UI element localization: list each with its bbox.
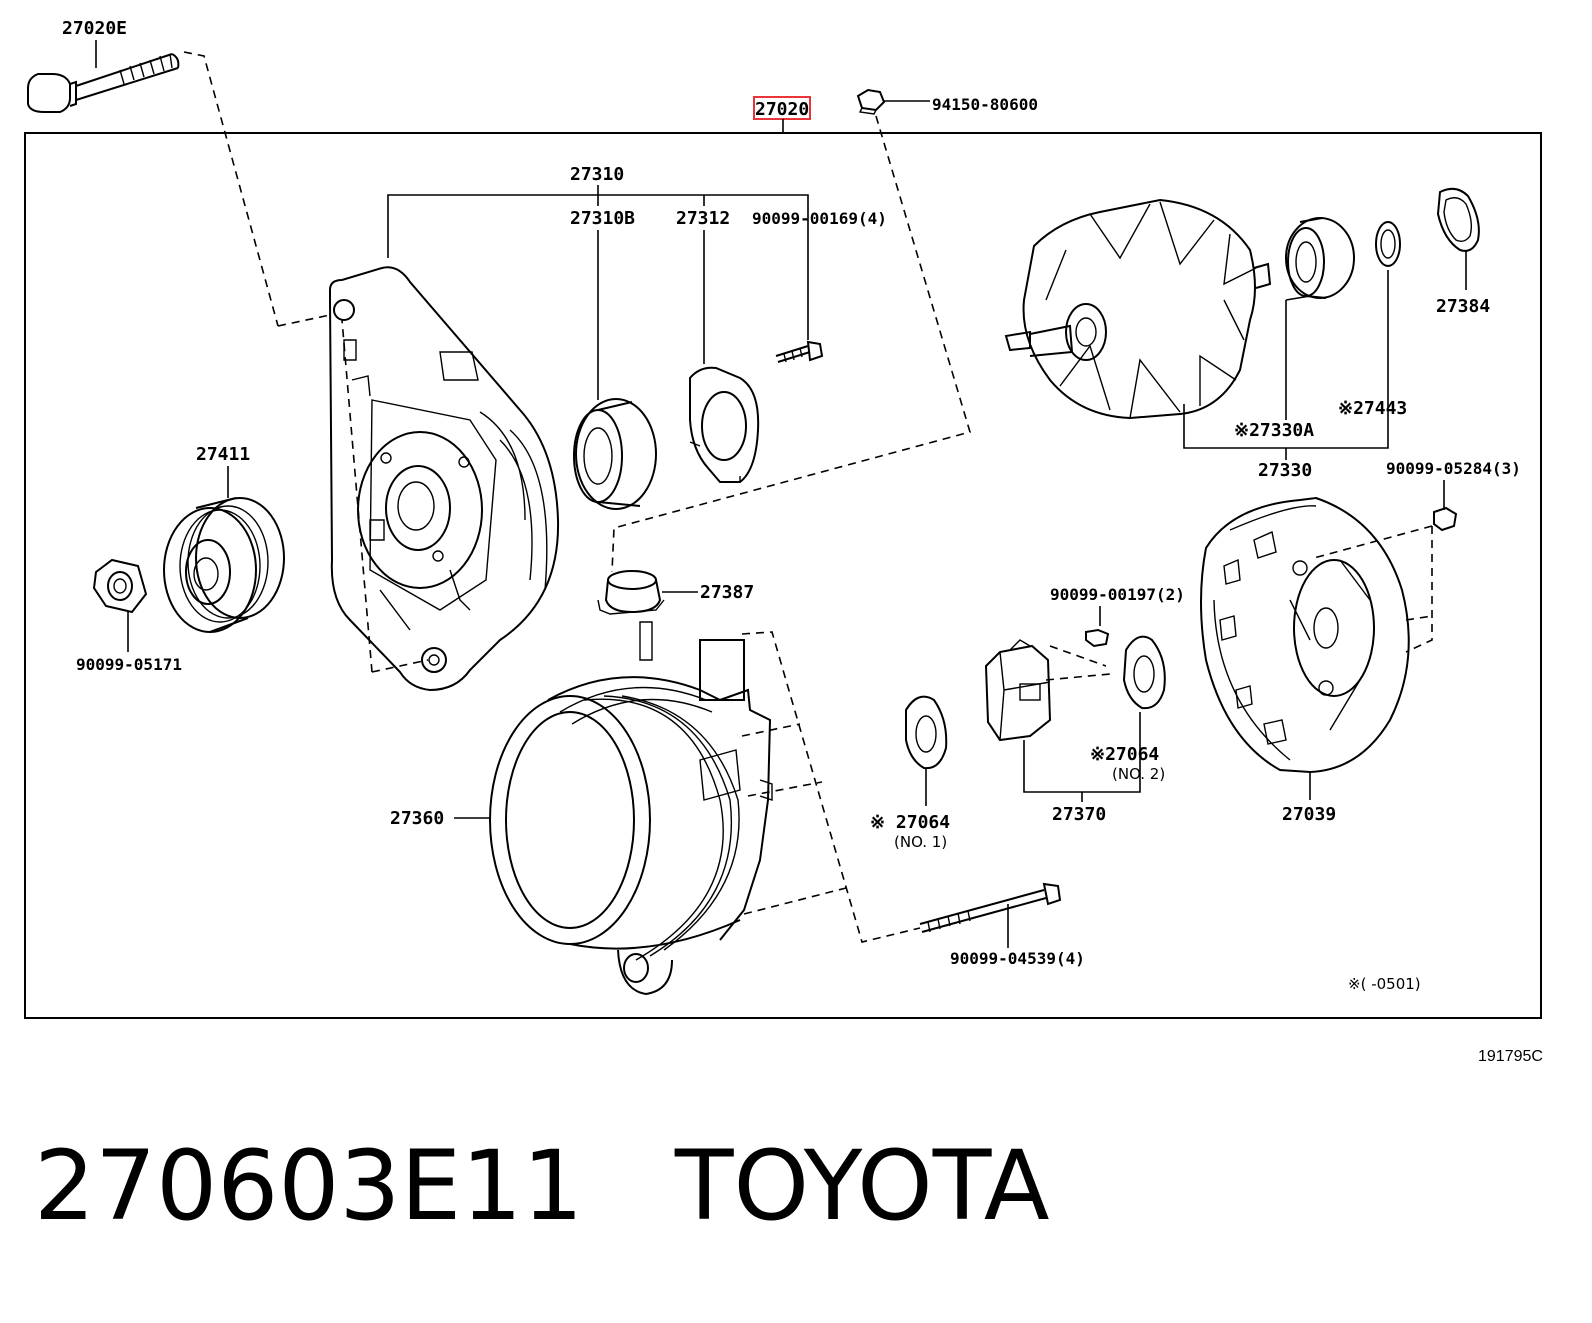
label-nut-cover[interactable]: 90099-05284(3) [1386,459,1521,478]
label-bolt-top[interactable]: 27020E [62,18,127,39]
date-note[interactable]: ※( -0501) [1348,975,1421,993]
label-brush-holder[interactable]: 27370 [1052,804,1106,825]
label-washer[interactable]: ※27443 [1338,398,1407,419]
nut-top-part [856,88,886,115]
caption-part-number: 270603E11 [34,1130,584,1242]
label-insulator[interactable]: 27384 [1436,296,1490,317]
retainer-plate-part [689,366,760,483]
label-assembly[interactable]: 27020 [755,99,809,120]
label-nut-top[interactable]: 94150-80600 [932,95,1038,114]
label-through-bolt[interactable]: 90099-04539(4) [950,949,1085,968]
screw-brush-part [1085,628,1110,648]
label-frame[interactable]: 27310B [570,208,635,229]
label-seal1[interactable]: ※ 27064 [870,812,950,833]
cap-part [597,570,665,615]
brush-holder-part [984,639,1052,742]
nut-cover-part [1433,506,1458,532]
label-stator[interactable]: 27360 [390,808,444,829]
drive-end-frame-part [329,266,560,692]
bolt-top-part [27,53,180,113]
label-frame-group[interactable]: 27310 [570,164,624,185]
figure-code: 191795C [1478,1048,1543,1065]
through-bolt-part [919,882,1062,933]
insulator-part [1436,187,1480,252]
bearing-front-part [573,398,657,510]
label-rear-cover[interactable]: 27039 [1282,804,1336,825]
label-cap[interactable]: 27387 [700,582,754,603]
caption: 270603E11 TOYOTA [34,1138,1050,1234]
label-pulley-nut[interactable]: 90099-05171 [76,655,182,674]
bearing-rear-part [1285,217,1355,299]
stator-part [489,621,773,996]
label-seal2[interactable]: ※27064 [1090,744,1159,765]
label-seal2-sub[interactable]: (NO. 2) [1112,765,1165,783]
pulley-nut-part [92,558,148,614]
label-retainer[interactable]: 27312 [676,208,730,229]
label-rotor[interactable]: 27330 [1258,460,1312,481]
label-bearing-rear[interactable]: ※27330A [1234,420,1314,441]
assembly-highlight-box [753,96,811,120]
washer-part [1375,221,1401,267]
caption-brand: TOYOTA [674,1130,1050,1242]
assembly-frame [24,132,1542,1019]
rotor-part [1004,198,1272,420]
seal-no2-part [1122,635,1166,710]
label-seal1-sub[interactable]: (NO. 1) [894,833,947,851]
label-screw-retainer[interactable]: 90099-00169(4) [752,209,887,228]
screw-retainer-part [775,340,824,363]
label-pulley[interactable]: 27411 [196,444,250,465]
pulley-part [163,497,285,633]
rear-cover-part [1200,496,1410,774]
caption-spacer [583,1130,675,1242]
seal-no1-part [905,695,948,770]
label-screw-brush[interactable]: 90099-00197(2) [1050,585,1185,604]
